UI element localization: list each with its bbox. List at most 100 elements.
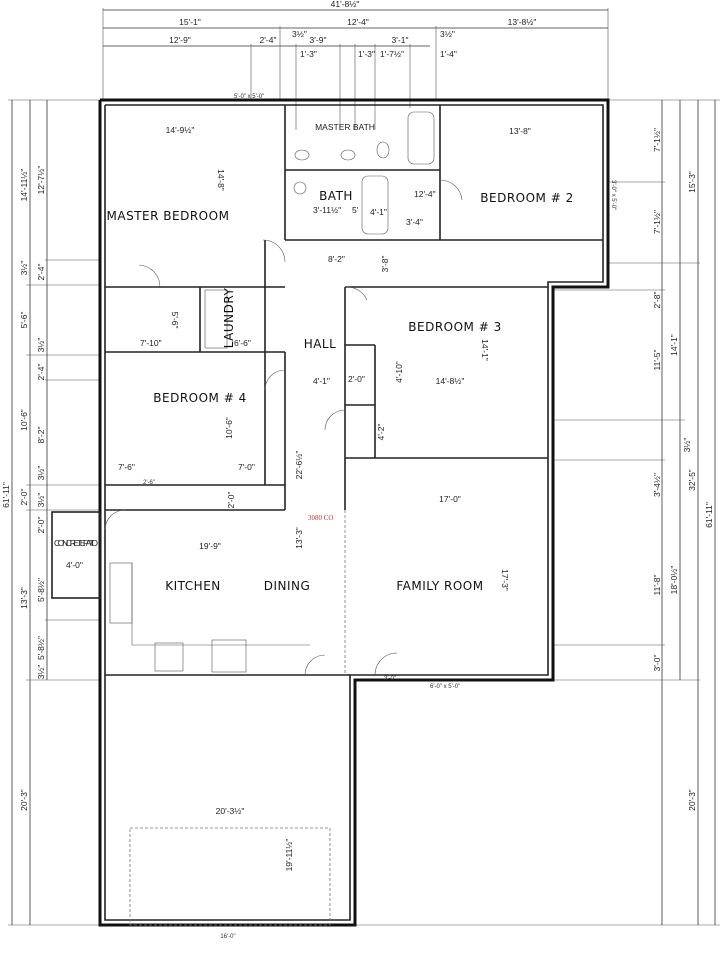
dim-right-g: 3½" (682, 438, 692, 453)
dim-hall-a: 8'-2" (328, 254, 345, 264)
dim-overall-depth-right: 61'-11" (704, 502, 714, 528)
exterior-walls (98, 98, 610, 927)
dim-left-c: 3½" (19, 261, 29, 276)
dim-left-f: 3½" (36, 338, 46, 353)
dim-right-a: 7'-1½" (652, 128, 662, 152)
dim-bedroom-2-width: 13'-8" (509, 126, 531, 136)
dim-hall-length: 22'-6½" (294, 451, 304, 480)
dim-master-bedroom-depth: 14'-8" (216, 169, 226, 191)
dim-bedroom-4-a: 7'-6" (118, 462, 135, 472)
window-family-room: 6'-0" x 5'-0" (430, 684, 460, 690)
door-swings (104, 179, 463, 676)
dim-top-seg1: 15'-1" (179, 17, 201, 27)
sink-icon (340, 149, 356, 161)
dim-right-e: 11'-5" (652, 349, 662, 370)
room-label-kitchen: KITCHEN (165, 579, 221, 593)
dim-top-e: 1'-3" (300, 49, 317, 59)
dim-right-f: 14'-1" (669, 334, 679, 356)
dim-right-d: 2'-8" (652, 292, 662, 309)
door-code-label: 3080 CO (308, 514, 333, 522)
dim-kitchen-dining-depth: 13'-3" (294, 527, 304, 549)
dim-left-o: 5'-8½" (36, 578, 46, 602)
dim-family-room-width: 17'-0" (439, 494, 461, 504)
dim-right-k: 18'-0½" (669, 566, 679, 595)
room-label-hall: HALL (304, 337, 337, 351)
dim-hall-d: 2'-0" (348, 374, 365, 384)
window-bedroom-2: 3'-0" x 5'-0" (610, 180, 616, 210)
room-label-bath: BATH (319, 189, 353, 203)
sink-icon (294, 149, 310, 161)
dim-right-m: 20'-3" (687, 789, 697, 811)
room-label-laundry: LAUNDRY (222, 288, 236, 349)
dim-garage-door: 16'-0" (220, 934, 235, 940)
dim-bedroom-3-c: 4'-10" (394, 361, 404, 383)
dim-bedroom-2-a: 12'-4" (414, 189, 436, 199)
dim-left-k: 2'-0" (19, 489, 29, 506)
dim-right-b: 7'-1½" (652, 210, 662, 234)
dim-garage-width: 20'-3½" (216, 806, 245, 816)
dim-door-family: 3'-0" (384, 676, 396, 682)
dim-closet-c: 2'-0" (226, 492, 236, 509)
stove-icon (154, 642, 184, 672)
dim-top-seg2: 12'-4" (347, 17, 369, 27)
dim-left-j: 3½" (36, 466, 46, 481)
dim-top-b: 2'-4" (260, 35, 277, 45)
dim-bedroom-3-width: 14'-8½" (436, 376, 465, 386)
kitchen-sink-icon (109, 562, 133, 624)
dim-master-bedroom-width: 14'-9½" (166, 125, 195, 135)
dim-right-c: 15'-3" (687, 171, 697, 193)
dim-top-h: 3'-1" (392, 35, 409, 45)
dim-top-f: 1'-3" (358, 49, 375, 59)
room-label-master-bath: MASTER BATH (315, 122, 375, 132)
dim-left-m: 13'-3" (19, 587, 29, 609)
left-dimension-lines (8, 99, 100, 926)
dim-laundry-width: 6'-6" (234, 338, 251, 348)
dim-top-d: 3'-9" (310, 35, 327, 45)
refrigerator-icon (211, 639, 247, 673)
room-label-patio: CONCRETE PATIO (54, 538, 98, 548)
dim-overall-width: 41'-8½" (331, 0, 360, 9)
dim-left-r: 20'-3" (19, 789, 29, 811)
dim-left-b: 12'-7½" (36, 166, 46, 195)
dim-garage-depth: 19'-11½" (284, 839, 294, 872)
dim-bedroom-2-b: 3'-4" (406, 217, 423, 227)
dim-right-i: 32'-5" (687, 469, 697, 491)
dim-closet-a: 5'-6" (170, 312, 180, 329)
top-dimension-lines (102, 8, 609, 130)
dim-closet-b: 7'-10" (140, 338, 162, 348)
dim-bath-a: 3'-11½" (313, 205, 341, 215)
dim-left-e: 5'-6" (19, 312, 29, 329)
sink-icon (293, 181, 307, 195)
room-label-family-room: FAMILY ROOM (396, 579, 483, 593)
dim-right-h: 3'-4½" (652, 473, 662, 497)
window-master-bedroom: 5'-0" x 5'-0" (234, 94, 264, 100)
dim-bedroom-3-depth: 14'-1" (480, 339, 490, 361)
room-label-bedroom-4: BEDROOM # 4 (153, 391, 246, 405)
dim-kitchen-dining-width: 19'-9" (199, 541, 221, 551)
dim-hall-c: 4'-1" (313, 376, 330, 386)
dim-bath-b: 4'-1" (370, 207, 387, 217)
dim-bedroom-4-depth: 10'-6" (224, 417, 234, 439)
dim-top-i: 3½" (440, 29, 455, 39)
fixtures (109, 111, 435, 926)
dim-right-l: 3'-0" (652, 655, 662, 672)
dim-left-g: 10'-6" (19, 409, 29, 431)
washer-dryer-icon (204, 289, 228, 349)
right-dimension-lines (355, 99, 720, 926)
dim-overall-depth-left: 61'-11" (1, 482, 11, 508)
dim-left-d: 2'-4" (36, 264, 46, 281)
bathtub-icon (361, 175, 389, 235)
dim-door-closet: 2'-6" (143, 480, 155, 486)
dim-bedroom-4-b: 7'-0" (238, 462, 255, 472)
dim-hall-b: 3'-8" (380, 256, 390, 273)
dim-top-a: 12'-9" (169, 35, 191, 45)
dim-bath-c: 5' (352, 205, 359, 215)
dim-right-j: 11'-8" (652, 574, 662, 595)
dim-top-j: 1'-4" (440, 49, 457, 59)
room-label-master-bedroom: MASTER BEDROOM (107, 209, 230, 223)
dim-left-a: 14'-11½" (19, 169, 29, 202)
interior-walls (51, 105, 603, 676)
dim-top-c: 3½" (292, 29, 307, 39)
bathtub-icon (407, 111, 435, 165)
